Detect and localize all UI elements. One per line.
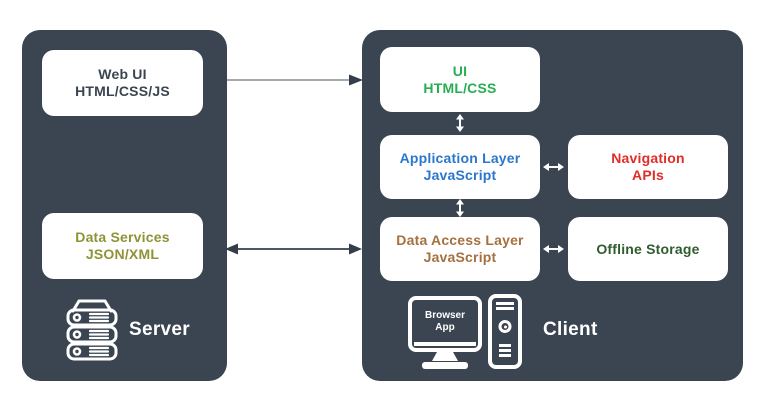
- box-navigation-apis-line2: APIs: [632, 167, 664, 183]
- tower-slot-line: [499, 354, 511, 357]
- server-panel: Web UI HTML/CSS/JS Data Services JSON/XM…: [22, 30, 227, 381]
- arrow-ui-application-vertical: [456, 114, 464, 132]
- server-rack-icon: [66, 299, 118, 361]
- box-ui-line1: UI: [452, 62, 468, 79]
- box-navigation-apis-line1: Navigation: [611, 150, 685, 166]
- box-data-services-line2: JSON/XML: [85, 246, 160, 262]
- box-application-layer-line2: JavaScript: [423, 167, 497, 183]
- box-web-ui-line2: HTML/CSS/JS: [75, 83, 170, 99]
- box-web-ui: Web UI HTML/CSS/JS: [42, 50, 203, 116]
- arrow-application-dataaccess-vertical: [456, 199, 464, 217]
- box-ui: UI HTML/CSS: [380, 47, 540, 112]
- monitor-icon: Browser App: [408, 296, 482, 352]
- browser-app-text-line2: App: [435, 321, 455, 333]
- monitor-chin: [414, 342, 476, 346]
- arrow-dataservices-dataaccess-bidirectional: [225, 243, 362, 255]
- box-web-ui-line1: Web UI: [98, 66, 147, 82]
- box-ui-line2: HTML/CSS: [423, 79, 497, 96]
- arrow-dataaccess-offline-horizontal: [543, 245, 564, 253]
- box-data-services-line1: Data Services: [75, 229, 170, 245]
- tower-vent-line: [496, 302, 514, 305]
- tower-slot-line: [499, 349, 511, 352]
- browser-app-text-line1: Browser: [424, 309, 465, 321]
- server-label: Server: [129, 319, 190, 340]
- monitor-stand-neck: [432, 352, 458, 361]
- box-data-services: Data Services JSON/XML: [42, 213, 203, 279]
- arrow-webui-to-client: [227, 74, 363, 86]
- box-application-layer: Application Layer JavaScript: [380, 135, 540, 199]
- tower-vent-line: [496, 307, 514, 310]
- box-application-layer-line1: Application Layer: [399, 150, 521, 166]
- box-data-access-layer-line2: JavaScript: [423, 249, 497, 265]
- client-panel: UI HTML/CSS Application Layer JavaScript…: [362, 30, 743, 381]
- box-data-access-layer: Data Access Layer JavaScript: [380, 217, 540, 281]
- box-data-access-layer-line1: Data Access Layer: [396, 232, 524, 248]
- client-label: Client: [543, 319, 598, 340]
- tower-power-button: [498, 320, 512, 333]
- browser-app-text: Browser App: [425, 310, 465, 339]
- box-offline-storage-line1: Offline Storage: [596, 240, 700, 257]
- box-offline-storage: Offline Storage: [568, 217, 728, 281]
- box-navigation-apis: Navigation APIs: [568, 135, 728, 199]
- tower-slot-line: [499, 344, 511, 347]
- arrow-application-navigation-horizontal: [543, 163, 564, 171]
- tower-pc-icon: [488, 294, 522, 369]
- monitor-stand-base: [422, 362, 468, 369]
